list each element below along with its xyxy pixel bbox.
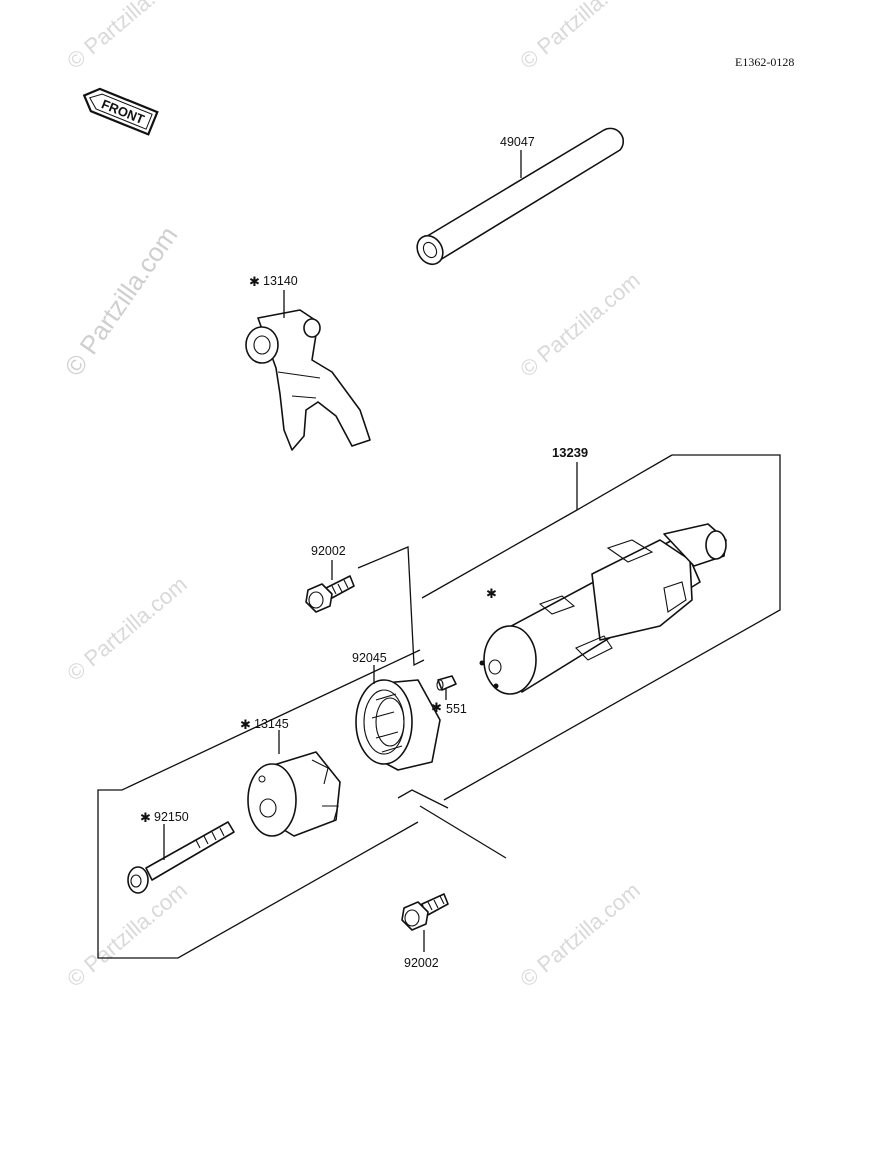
- watermark: © Partzilla.com: [515, 877, 645, 991]
- star-mark: ✱: [249, 275, 260, 290]
- part-label-92150: 92150: [154, 810, 189, 824]
- part-49047-shaft: [416, 127, 625, 266]
- part-92045-bearing: [355, 665, 441, 771]
- watermark: © Partzilla.com: [62, 877, 192, 991]
- reference-code: E1362-0128: [735, 55, 794, 69]
- part-92150-bolt: [127, 821, 235, 894]
- watermarks: © Partzilla.com © Partzilla.com © Partzi…: [58, 0, 644, 992]
- assembly-boundary: [97, 454, 781, 959]
- watermark: © Partzilla.com: [62, 571, 192, 685]
- watermark: © Partzilla.com: [58, 221, 183, 382]
- watermark: © Partzilla.com: [515, 0, 645, 74]
- part-label-551: 551: [446, 702, 467, 716]
- star-mark: ✱: [431, 701, 442, 716]
- part-13140-shift-fork: [245, 290, 371, 451]
- part-label-13145: 13145: [254, 717, 289, 731]
- star-mark: ✱: [486, 587, 497, 602]
- part-label-92002-lower: 92002: [404, 956, 439, 970]
- part-label-92002-upper: 92002: [311, 544, 346, 558]
- part-label-13239: 13239: [552, 445, 588, 460]
- part-13239-shift-drum: [479, 523, 727, 695]
- part-551-pin: [436, 675, 457, 700]
- part-label-92045: 92045: [352, 651, 387, 665]
- part-label-49047: 49047: [500, 135, 535, 149]
- watermark: © Partzilla.com: [62, 0, 192, 74]
- part-92002-bolt-upper: [305, 560, 355, 613]
- star-mark: ✱: [240, 718, 251, 733]
- part-label-13140: 13140: [263, 274, 298, 288]
- watermark: © Partzilla.com: [515, 267, 645, 381]
- part-13145-drum-cam: [247, 730, 341, 837]
- star-mark: ✱: [140, 811, 151, 826]
- front-arrow-icon: FRONT: [82, 87, 159, 136]
- part-92002-bolt-lower: [401, 893, 449, 952]
